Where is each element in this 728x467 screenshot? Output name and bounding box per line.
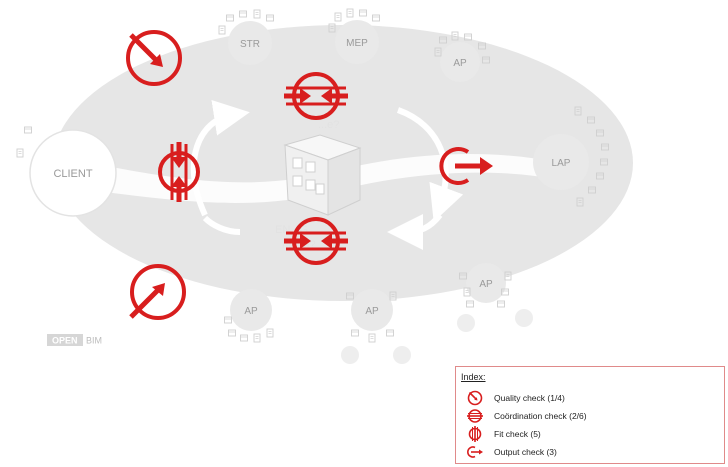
coordination-check-icon[interactable] (284, 217, 348, 265)
ap-label-top-right: AP (453, 58, 467, 69)
legend-label-fit: Fit check (5) (494, 429, 541, 439)
ap-label-bottom-mid: AP (365, 306, 379, 317)
cycle-arrow-bottom-right (387, 213, 443, 250)
legend-item-quality: Quality check (1/4) (466, 389, 565, 407)
ghost-text-upper: ...e? (318, 119, 339, 131)
lap-label: LAP (552, 158, 571, 169)
str-node[interactable] (228, 21, 272, 65)
cycle-arrow-top-right (396, 107, 464, 222)
legend-title: Index: (461, 372, 486, 382)
ap-node-bottom-mid[interactable] (351, 289, 393, 331)
ap-node-bottom-left[interactable] (230, 289, 272, 331)
legend-box: Index: Quality check (1/4) Coördination … (455, 366, 725, 464)
legend-item-fit: Fit check (5) (466, 425, 541, 443)
coordination-check-icon[interactable] (284, 72, 348, 120)
cycle-arrow-top-left (190, 100, 250, 217)
coordination-check-icon (467, 409, 483, 423)
str-label: STR (240, 39, 260, 50)
openbim-logo: OPEN BIM (47, 334, 102, 346)
quality-check-icon (467, 390, 483, 406)
ap-bottom-mid-subnodes (341, 346, 411, 364)
quality-check-icon[interactable] (129, 264, 186, 320)
ap-label-bottom-right: AP (479, 279, 493, 290)
output-check-icon[interactable] (439, 147, 493, 185)
fit-check-icon[interactable] (158, 142, 200, 202)
output-check-icon (467, 446, 483, 458)
legend-label-coordination: Coördination check (2/6) (494, 411, 587, 421)
legend-item-output: Output check (3) (466, 443, 557, 461)
quality-check-icon[interactable] (126, 30, 182, 86)
lap-node[interactable] (533, 134, 589, 190)
mep-label: MEP (346, 38, 368, 49)
fit-check-icon (468, 426, 482, 442)
client-doc-icons (16, 126, 32, 158)
ap-node-bottom-right[interactable] (466, 263, 506, 303)
openbim-open-text: OPEN (52, 336, 78, 346)
ap-label-bottom-left: AP (244, 306, 258, 317)
cycle-arrow-bottom-left (202, 215, 241, 235)
legend-item-coordination: Coördination check (2/6) (466, 407, 587, 425)
legend-label-quality: Quality check (1/4) (494, 393, 565, 403)
building-model-icon (283, 134, 362, 216)
openbim-bim-text: BIM (86, 336, 102, 346)
client-node[interactable] (29, 129, 117, 217)
client-label: CLIENT (53, 168, 92, 180)
ap-node-top-right[interactable] (440, 42, 480, 82)
ap-bottom-right-subnodes (457, 309, 533, 332)
legend-label-output: Output check (3) (494, 447, 557, 457)
mep-node[interactable] (335, 20, 379, 64)
